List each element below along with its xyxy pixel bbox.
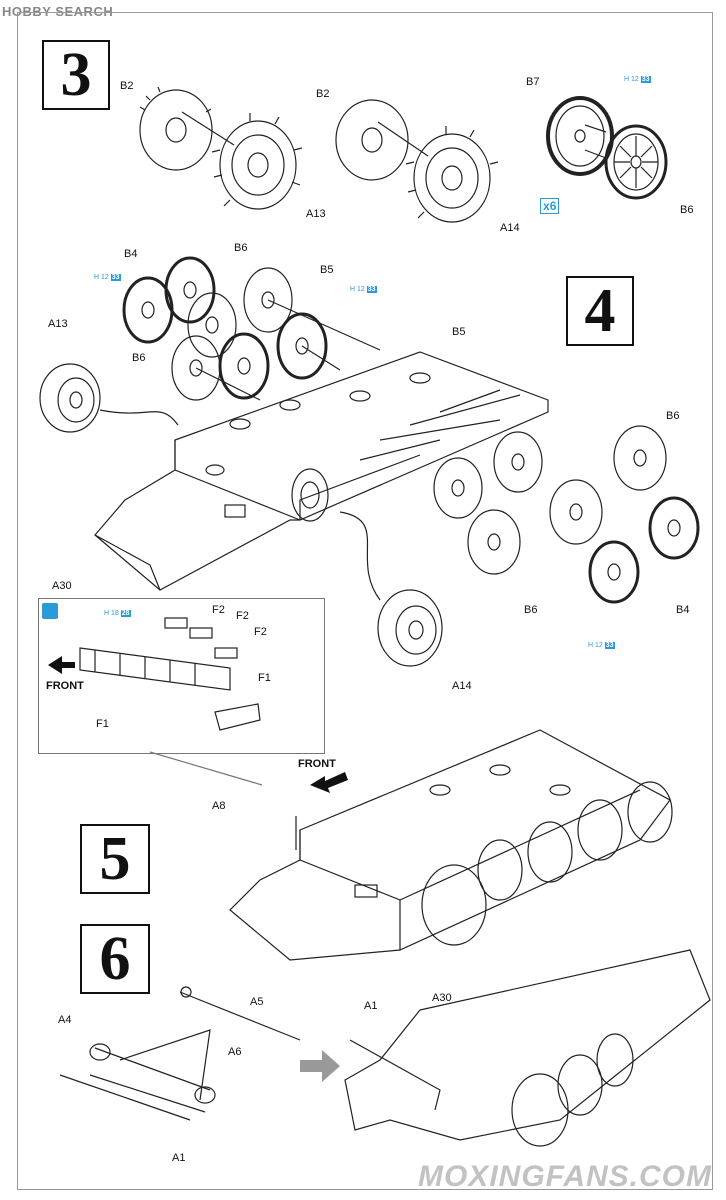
part-label: B4 [124, 248, 138, 260]
part-label: F2 [236, 610, 249, 622]
hull-a30 [94, 351, 549, 591]
arrow-left-icon [310, 772, 348, 793]
part-label: A30 [52, 580, 72, 592]
part-label: B5 [452, 326, 466, 338]
part-label: F1 [96, 718, 109, 730]
arrow-left-icon [48, 656, 75, 674]
part-label: A5 [250, 996, 264, 1008]
part-label: A30 [432, 992, 452, 1004]
paintbrush-icon [42, 603, 58, 619]
assembled-hull-step5 [229, 729, 673, 961]
part-label: A1 [364, 1000, 378, 1012]
suspension-a4-a5-a6 [59, 986, 301, 1121]
part-label: F1 [258, 672, 271, 684]
part-label: B5 [320, 264, 334, 276]
watermark: MOXINGFANS.COM [417, 1160, 712, 1193]
part-label: A4 [58, 1014, 72, 1026]
site-logo: HOBBY SEARCH [2, 3, 114, 19]
part-label: B4 [676, 604, 690, 616]
part-label: B6 [524, 604, 538, 616]
paint-ref: H 12 33 [350, 286, 377, 293]
roadwheel-b7 [546, 96, 614, 176]
sprocket-b2-mid [335, 99, 409, 181]
part-label: B7 [526, 76, 540, 88]
roadwheel-b6-top [604, 124, 668, 200]
part-label: A8 [212, 800, 226, 812]
step-4-number: 4 [566, 276, 634, 346]
part-label: A13 [48, 318, 68, 330]
front-label: FRONT [298, 758, 336, 770]
part-label: B6 [666, 410, 680, 422]
step-5-number: 5 [80, 824, 150, 894]
part-label: B6 [132, 352, 146, 364]
sprocket-b2-left [139, 86, 213, 171]
front-label: FRONT [46, 680, 84, 692]
sprocket-a14-step4 [377, 589, 443, 667]
hull-rear-step6 [344, 949, 711, 1147]
sprocket-a13 [211, 113, 303, 210]
sprocket-a13-step4 [39, 363, 101, 433]
part-label: B2 [120, 80, 134, 92]
step-3-number: 3 [42, 40, 110, 110]
part-label: A6 [228, 1046, 242, 1058]
part-label: B2 [316, 88, 330, 100]
quantity-badge: x6 [540, 198, 560, 214]
instruction-frame [17, 12, 713, 1190]
part-label: A1 [172, 1152, 186, 1164]
paint-ref: H 12 33 [624, 76, 651, 83]
arrow-right-icon [300, 1050, 340, 1082]
part-label: A14 [452, 680, 472, 692]
part-label: B6 [680, 204, 694, 216]
arrow-line [181, 111, 235, 146]
part-label: F2 [212, 604, 225, 616]
step-6-number: 6 [80, 924, 150, 994]
paint-ref: H 12 33 [94, 274, 121, 281]
site-header: HOBBY SEARCH [0, 0, 202, 22]
sprocket-a14 [405, 126, 499, 223]
part-label: B6 [234, 242, 248, 254]
paint-ref: H 12 33 [588, 642, 615, 649]
part-label: A13 [306, 208, 326, 220]
sprocket-on-hull [291, 468, 329, 522]
paint-ref: H 18 28 [104, 610, 131, 617]
track-link-assembly [79, 617, 261, 731]
part-label: A14 [500, 222, 520, 234]
track-inset-panel [38, 598, 325, 754]
part-label: F2 [254, 626, 267, 638]
